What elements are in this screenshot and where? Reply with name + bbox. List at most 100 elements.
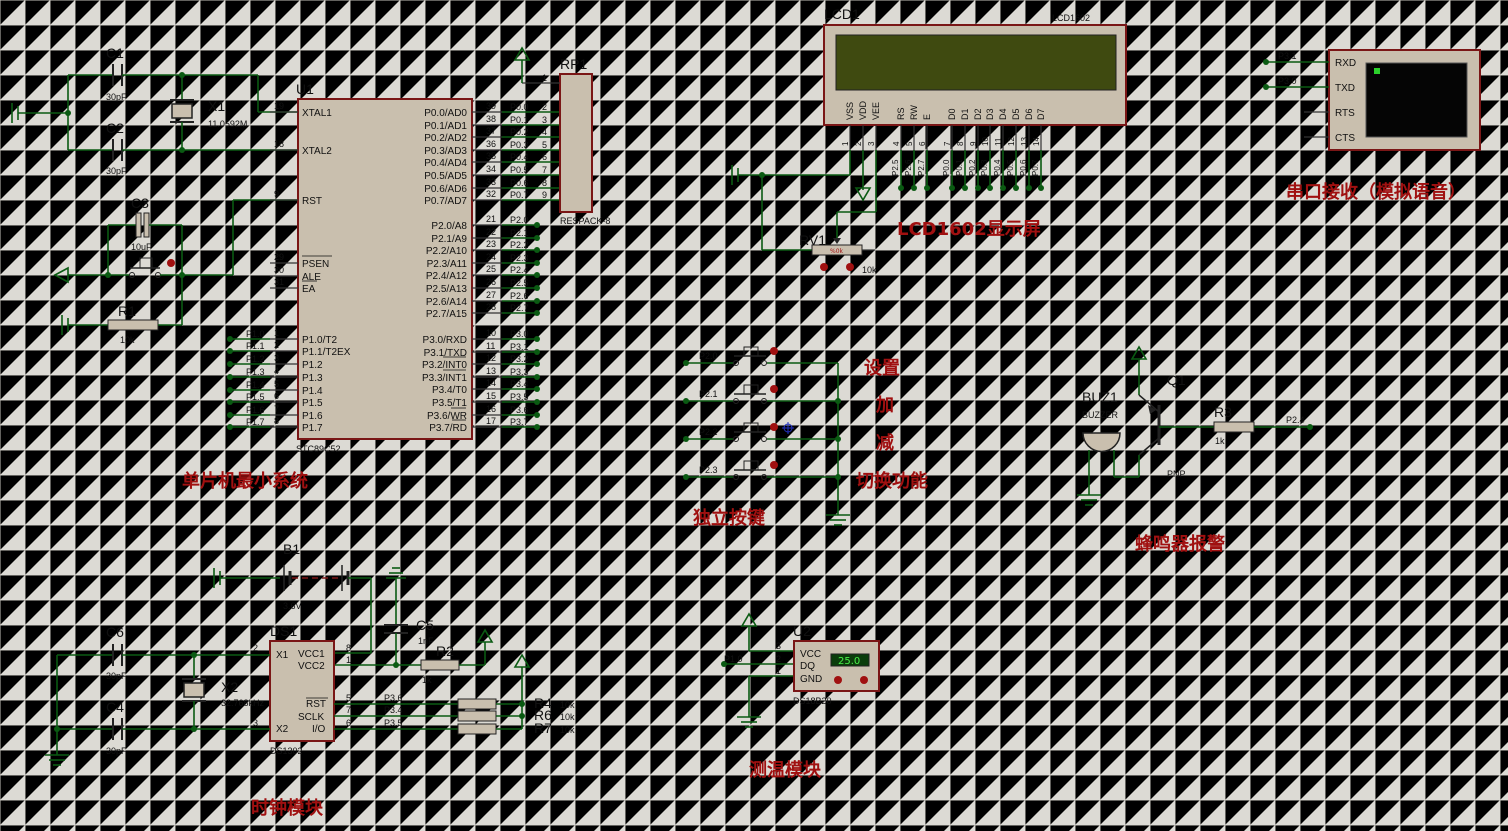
svg-text:P2.1: P2.1	[699, 389, 718, 399]
svg-text:VSS: VSS	[845, 102, 855, 120]
mcu-u1[interactable]: U1 STC89C52 19XTAL118XTAL29RST29PSEN30AL…	[227, 81, 560, 454]
svg-text:X2: X2	[276, 724, 289, 735]
rtc-ds1302[interactable]: DS1 DS1302 X1 X2 VCC1 VCC2 RST SCLK I/O …	[253, 623, 351, 756]
svg-text:P3.3/INT1: P3.3/INT1	[422, 373, 467, 384]
potentiometer-rv1[interactable]: %0k RV1 10k	[762, 232, 877, 275]
capacitor-c3[interactable]: C3 10uF	[108, 195, 182, 252]
resistor-r1[interactable]: R1 10k	[68, 303, 182, 345]
temp-down-button[interactable]	[834, 676, 842, 684]
capacitor-c2[interactable]: C2 30pF	[68, 120, 298, 176]
svg-text:37: 37	[486, 126, 496, 136]
svg-text:X2: X2	[221, 679, 238, 695]
u1-pin-4[interactable]: 4P1.3P1.3	[227, 366, 323, 384]
svg-text:P3.6/WR: P3.6/WR	[427, 411, 467, 422]
svg-text:TXD: TXD	[1335, 83, 1355, 94]
svg-text:STC89C52: STC89C52	[296, 444, 341, 454]
reset-button[interactable]	[125, 257, 182, 278]
key-button-1[interactable]: P2.0	[683, 346, 838, 366]
u1-pin-3[interactable]: 3P1.2P1.2	[227, 353, 323, 371]
svg-text:D3: D3	[985, 108, 995, 120]
u1-pin-5[interactable]: 5P1.4P1.4	[227, 379, 323, 397]
svg-text:D6: D6	[1024, 108, 1034, 120]
svg-text:PNP: PNP	[1167, 469, 1186, 479]
svg-text:P2.5/A13: P2.5/A13	[426, 284, 468, 295]
key-button-4[interactable]: P2.3	[683, 460, 841, 480]
svg-text:P2.2: P2.2	[510, 240, 529, 250]
temperature-reading: 25.0	[838, 656, 860, 667]
key-button-3[interactable]: P2.2	[683, 422, 841, 442]
resistor-r4[interactable]: R4 10k	[457, 695, 575, 711]
svg-text:BUZZER: BUZZER	[1082, 410, 1119, 420]
respack-rp1[interactable]: RP1 RESPACK-8 1	[513, 46, 610, 226]
crystal-x1[interactable]: X1 11.0592M	[170, 75, 247, 150]
u1-pin-7[interactable]: 7P1.6P1.6	[227, 404, 323, 422]
svg-text:P3.4: P3.4	[510, 379, 529, 389]
svg-text:VCC1: VCC1	[298, 649, 325, 660]
svg-text:21: 21	[486, 214, 496, 224]
svg-text:4: 4	[892, 141, 901, 146]
virtual-terminal[interactable]: RXD TXD RTS CTS	[1304, 49, 1481, 151]
svg-text:5: 5	[274, 379, 279, 389]
resistor-r7[interactable]: R7 10k	[457, 720, 575, 736]
lcd1602-display[interactable]: LCD1 LCD1602 VSS1VDD2VEE3RS4P2.5RW5P2.6E…	[823, 6, 1127, 191]
sensor-ds18b20[interactable]: U2 DS18B20 VCC DQ GND 3 2 1 25.0	[776, 623, 880, 706]
svg-text:P2.6: P2.6	[510, 291, 529, 301]
crystal-x2[interactable]: X2 32.768kHz	[182, 655, 265, 729]
svg-text:P2.3: P2.3	[510, 253, 529, 263]
buzzer-buz1[interactable]: BUZ1 BUZZER	[1082, 389, 1121, 453]
u1-pin-8[interactable]: 8P1.7P1.7	[227, 416, 323, 434]
temp-up-button[interactable]	[860, 676, 868, 684]
transistor-q1[interactable]: Q1 PNP	[1138, 372, 1214, 479]
u1-pin-6[interactable]: 6P1.5P1.5	[227, 391, 323, 409]
capacitor-c1[interactable]: C1 30pF	[68, 45, 258, 102]
ground-symbol	[731, 165, 850, 185]
